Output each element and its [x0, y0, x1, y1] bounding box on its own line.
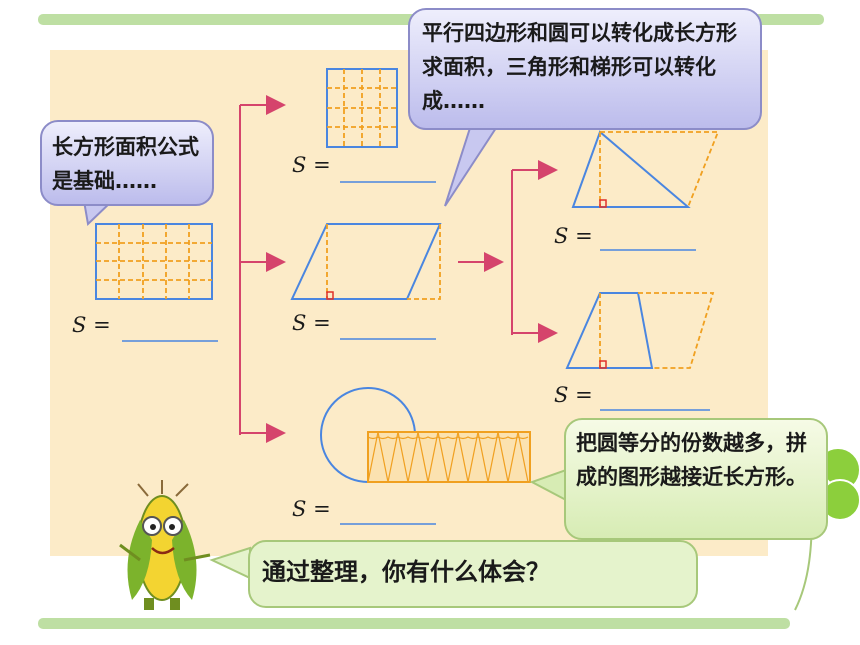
bottom-decor-bar	[38, 618, 790, 629]
question-text: 通过整理，你有什么体会？	[262, 558, 550, 586]
formula-square: S =	[292, 153, 331, 177]
formula-symbol: S	[554, 224, 569, 248]
formula-equals: =	[575, 224, 593, 248]
formula-parallelogram: S =	[292, 311, 331, 335]
formula-rectangle: S =	[72, 313, 111, 337]
square-figure	[326, 68, 398, 148]
formula-equals: =	[313, 153, 331, 177]
trapezoid-figure	[565, 292, 715, 369]
formula-symbol: S	[292, 311, 307, 335]
corn-mascot-icon	[119, 480, 211, 610]
formula-equals: =	[313, 311, 331, 335]
bubble-tail-question	[209, 546, 251, 580]
formula-symbol: S	[292, 153, 307, 177]
question-bubble	[248, 540, 698, 608]
answer-lines	[122, 181, 710, 525]
parallelogram-figure	[290, 223, 442, 300]
formula-equals: =	[93, 313, 111, 337]
formula-triangle: S =	[554, 224, 593, 248]
formula-equals: =	[313, 497, 331, 521]
bubble-tail-right	[529, 468, 567, 502]
rectangle-figure	[95, 223, 213, 300]
formula-trapezoid: S =	[554, 383, 593, 407]
triangle-figure	[571, 130, 720, 208]
circle-note-text: 把圆等分的份数越多，拼成的图形越接近长方形。	[576, 431, 807, 489]
rect-basis-text: 长方形面积公式是基础……	[52, 135, 199, 193]
transform-text: 平行四边形和圆可以转化成长方形求面积，三角形和梯形可以转化成……	[422, 21, 737, 113]
transform-bubble	[408, 8, 762, 130]
formula-symbol: S	[292, 497, 307, 521]
formula-symbol: S	[72, 313, 87, 337]
formula-symbol: S	[554, 383, 569, 407]
branch-arrows	[239, 95, 558, 443]
rect-basis-bubble	[40, 120, 214, 206]
bubble-tail-top	[444, 127, 498, 207]
formula-circle: S =	[292, 497, 331, 521]
circle-note-bubble	[564, 418, 828, 540]
formula-equals: =	[575, 383, 593, 407]
circle-figure	[320, 387, 531, 483]
